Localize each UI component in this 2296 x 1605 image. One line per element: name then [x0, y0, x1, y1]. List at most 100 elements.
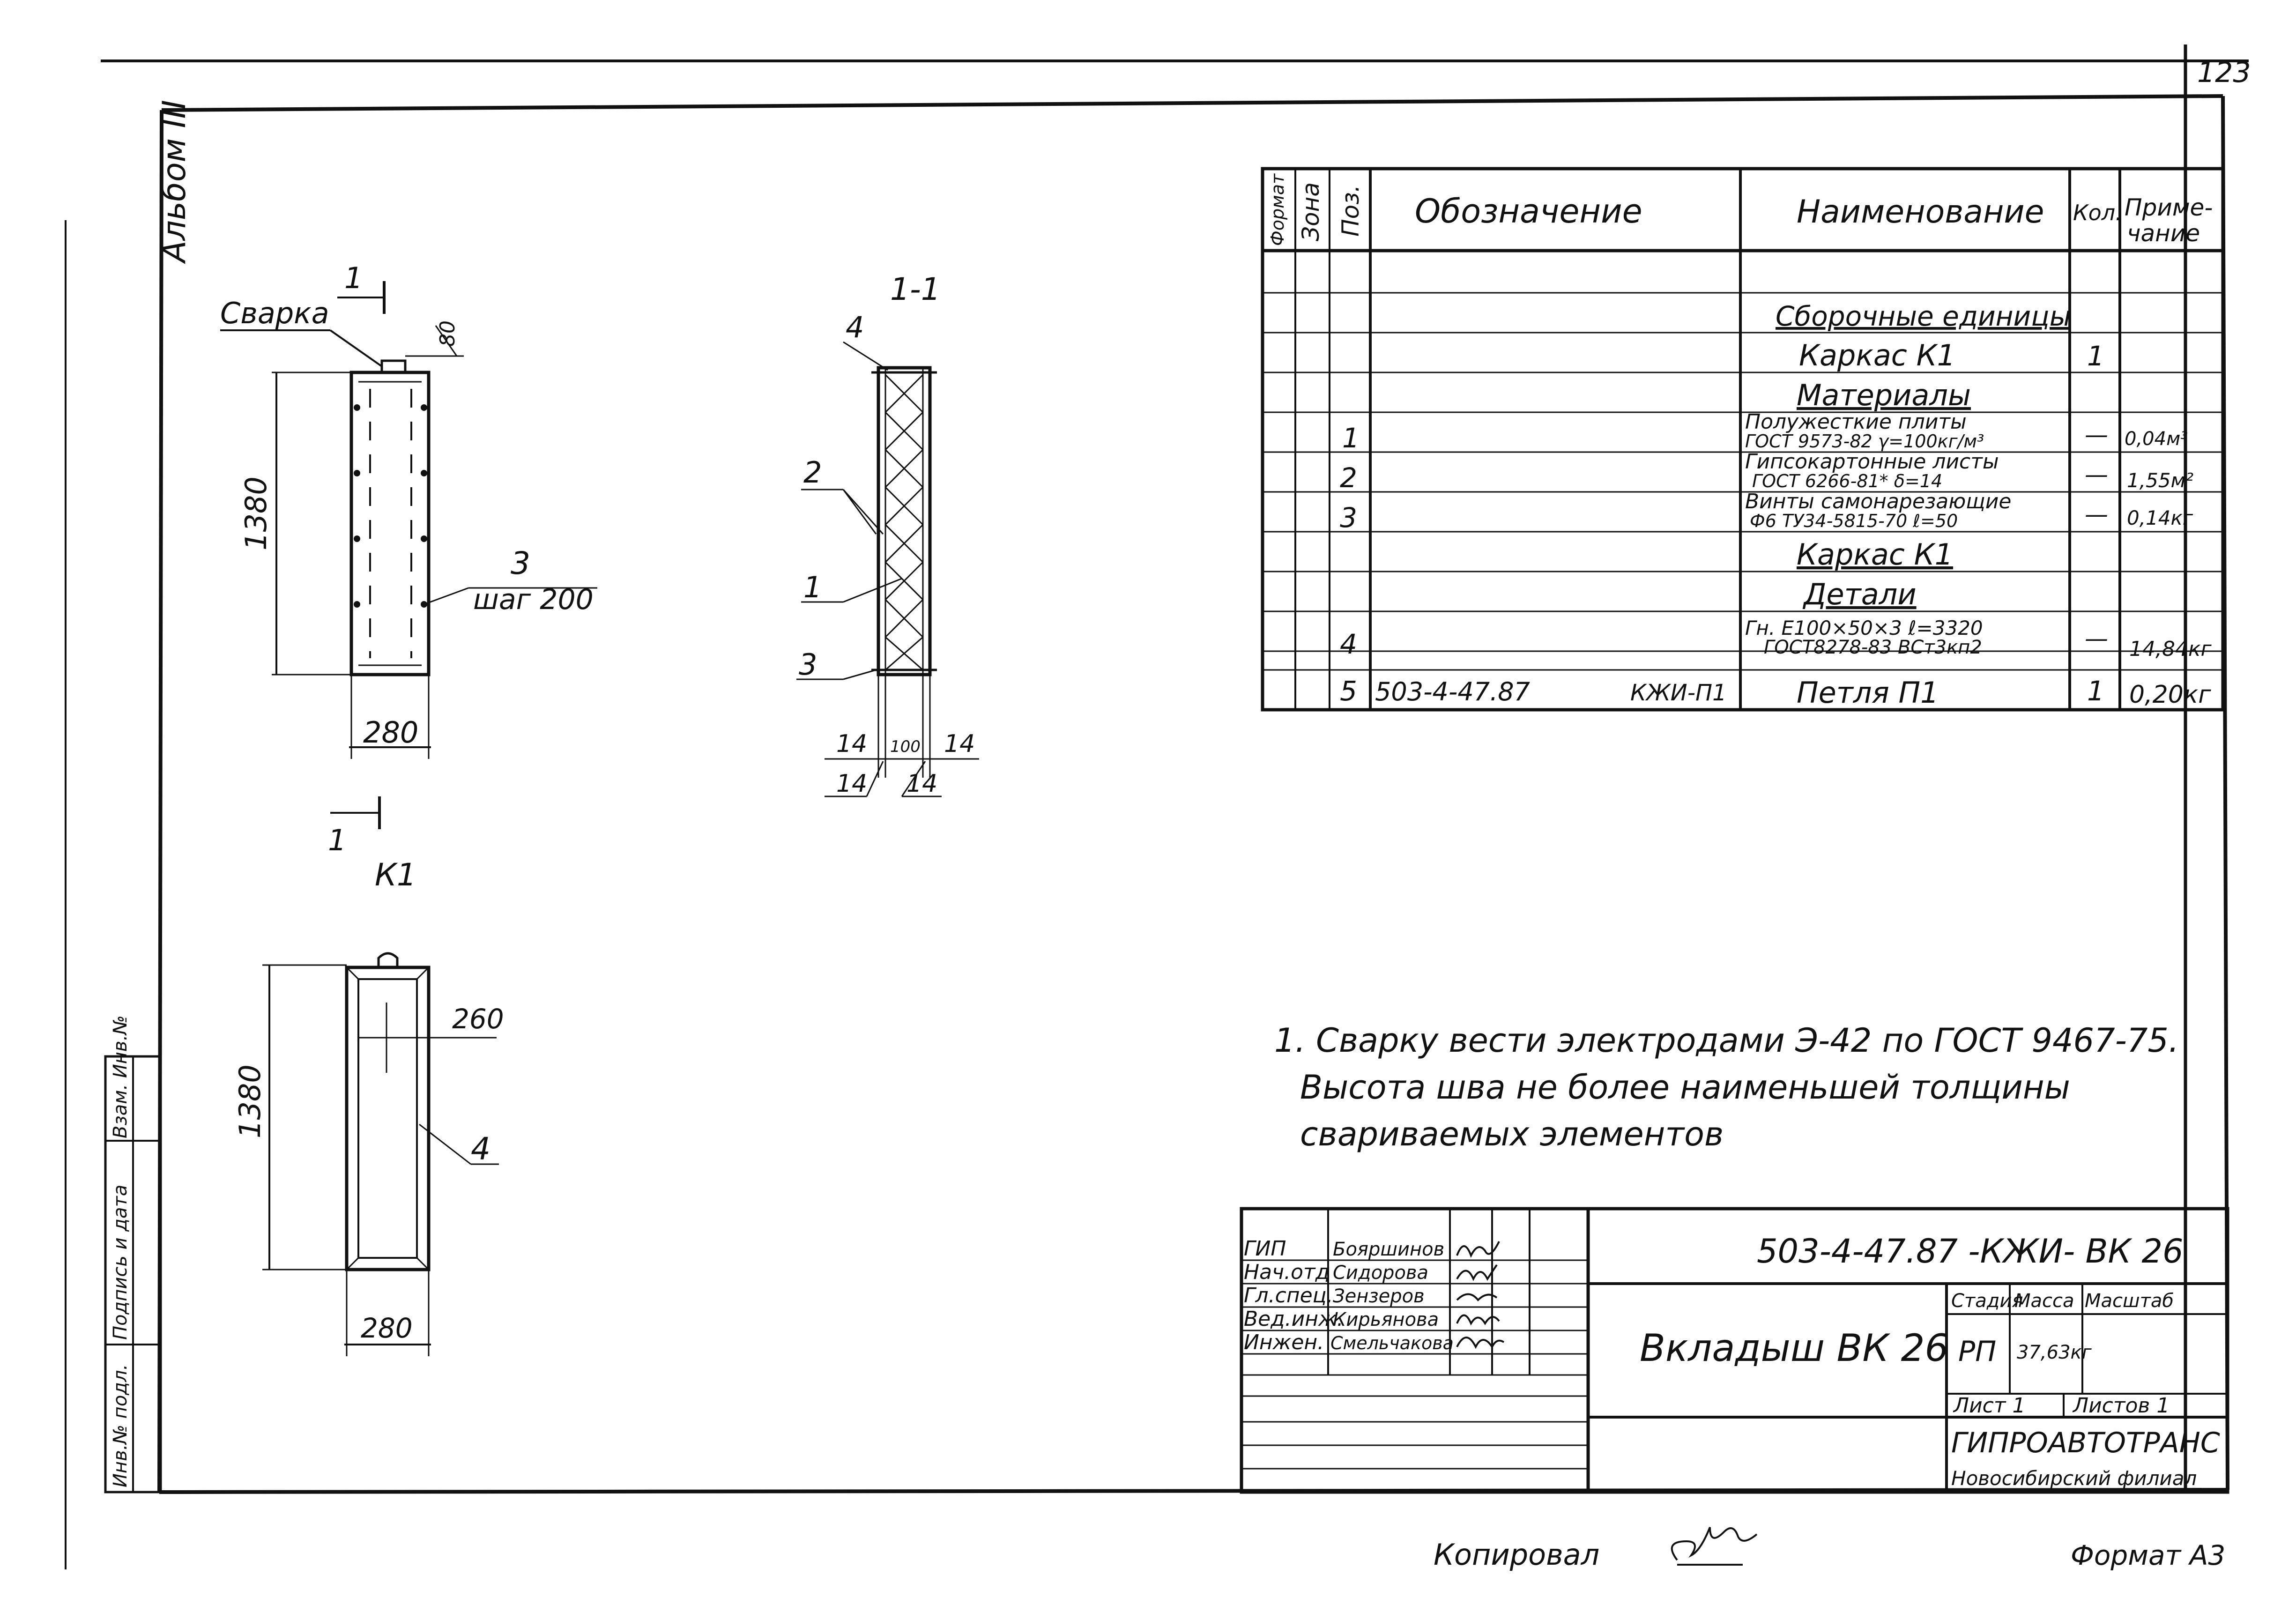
stage-label: Стадия — [1951, 1290, 2023, 1312]
title-block — [1240, 1207, 2229, 1494]
dim-280-label: 280 — [363, 715, 418, 750]
row-designation: 503-4-47.87 — [1375, 677, 1530, 706]
row-note: 0,20кг — [2129, 681, 2211, 709]
role-lead-eng: Вед.инж. — [1244, 1307, 1344, 1331]
doc-title: Вкладыш ВК 26 — [1640, 1326, 1948, 1370]
row-name: Сборочные единицы — [1776, 300, 2071, 332]
row-qty: — — [2085, 625, 2108, 652]
scale-label: Масштаб — [2085, 1290, 2174, 1312]
role-chief-spec: Гл.спец. — [1244, 1284, 1333, 1308]
header-format: Формат — [1267, 173, 1288, 246]
section-callout-1: 1 — [803, 570, 822, 604]
weld-label: Сварка — [220, 296, 329, 330]
detail-dim-280: 280 — [361, 1312, 413, 1344]
row-name-2: Ф6 ТУ34-5815-70 ℓ=50 — [1750, 511, 1958, 531]
header-pos: Поз. — [1337, 185, 1364, 237]
section-dim-14-a: 14 — [836, 730, 867, 758]
section-callout-3: 3 — [799, 647, 817, 682]
frame-k1-title: К1 — [375, 857, 416, 893]
row-name: Гипсокартонные листы — [1745, 450, 1999, 474]
section-dim-14-c: 14 — [836, 770, 867, 798]
row-name-2: ГОСТ 6266-81* δ=14 — [1752, 471, 1942, 491]
stage-value: РП — [1958, 1335, 1996, 1368]
row-pos: 4 — [1340, 628, 1357, 660]
row-note: 1,55м² — [2127, 469, 2193, 492]
copier-signature — [1671, 1527, 1758, 1561]
inv-orig-label: Инв.№ подл. — [110, 1364, 131, 1487]
spec-table — [1261, 167, 2225, 712]
header-qty: Кол. — [2073, 200, 2122, 225]
replace-inv-label: Взам. Инв.№ — [110, 1015, 131, 1138]
callout-3-label: 3 — [511, 545, 530, 581]
side-stamp: Взам. Инв.№ Подпись и дата Инв.№ подл. — [104, 1015, 162, 1494]
row-pos: 5 — [1340, 675, 1357, 707]
section-1-1-view — [796, 341, 979, 797]
frame-k1-view — [220, 281, 597, 829]
row-pos: 1 — [1342, 422, 1360, 454]
org-branch: Новосибирский филиал — [1951, 1467, 2197, 1490]
row-name: Каркас К1 — [1797, 537, 1953, 572]
row-qty: 1 — [2087, 340, 2104, 372]
detail-callout-4: 4 — [471, 1131, 490, 1167]
note-line-2: Высота шва не более наименьшей толщины — [1300, 1068, 2070, 1107]
role-engineer: Инжен. — [1244, 1330, 1324, 1354]
section-callout-2: 2 — [803, 455, 822, 490]
page-number: 123 — [2197, 56, 2251, 89]
name-engineer: Смельчакова — [1330, 1333, 1454, 1353]
section-mark-top: 1 — [344, 261, 363, 295]
section-dim-100: 100 — [890, 737, 921, 756]
role-head-dept: Нач.отд — [1244, 1260, 1330, 1284]
row-designation-2: КЖИ-П1 — [1630, 680, 1727, 706]
header-note-2: чание — [2127, 220, 2200, 247]
row-qty: — — [2085, 461, 2108, 488]
row-note: 14,84кг — [2129, 637, 2212, 661]
frame-k1-detail-view — [262, 952, 499, 1356]
row-name: Винты самонарезающие — [1745, 490, 2011, 513]
header-name: Наименование — [1797, 193, 2044, 230]
row-name-2: ГОСТ 9573-82 γ=100кг/м³ — [1745, 431, 1984, 452]
org-name: ГИПРОАВТОТРАНС — [1951, 1427, 2220, 1459]
row-name-2: ГОСТ8278-83 ВСт3кп2 — [1764, 637, 1982, 658]
row-qty: 1 — [2087, 675, 2104, 707]
row-name: Полужесткие плиты — [1745, 410, 1967, 434]
dim-1380-label: 1380 — [239, 476, 273, 550]
copied-label: Копировал — [1434, 1538, 1599, 1572]
name-gip: Бояршинов — [1333, 1239, 1444, 1260]
role-gip: ГИП — [1244, 1237, 1286, 1261]
sheets-value: Листов 1 — [2072, 1394, 2170, 1418]
sheet-value: Лист 1 — [1953, 1394, 2025, 1418]
section-mark-bottom: 1 — [328, 823, 346, 857]
row-name: Каркас К1 — [1799, 338, 1955, 372]
detail-dim-260: 260 — [452, 1003, 504, 1035]
format-label: Формат А3 — [2071, 1539, 2225, 1571]
row-name: Материалы — [1797, 378, 1971, 412]
name-lead-eng: Кирьянова — [1333, 1309, 1439, 1330]
signatures — [1456, 1241, 1505, 1349]
header-note-1: Приме- — [2125, 194, 2213, 221]
sign-date-label: Подпись и дата — [110, 1185, 131, 1340]
row-note: 0,04м³ — [2125, 428, 2188, 450]
row-pos: 2 — [1340, 462, 1357, 494]
header-zone: Зона — [1297, 182, 1324, 241]
row-qty: — — [2085, 501, 2108, 528]
mass-label: Масса — [2014, 1290, 2074, 1312]
name-chief-spec: Зензеров — [1333, 1285, 1425, 1307]
detail-dim-1380: 1380 — [233, 1064, 267, 1138]
mass-value: 37,63кг — [2017, 1342, 2092, 1363]
row-name: Гн. Е100×50×3 ℓ=3320 — [1745, 617, 1983, 639]
dim-80-label: 80 — [436, 320, 460, 347]
header-designation: Обозначение — [1415, 192, 1642, 230]
section-title: 1-1 — [890, 271, 941, 307]
row-qty: — — [2085, 421, 2108, 448]
section-dim-14-b: 14 — [944, 730, 975, 758]
row-name: Петля П1 — [1797, 676, 1939, 710]
album-label: Альбом III — [156, 100, 193, 264]
doc-code: 503-4-47.87 -КЖИ- ВК 26 — [1757, 1232, 2184, 1271]
note-line-3: свариваемых элементов — [1300, 1115, 1724, 1153]
note-line-1: 1. Сварку вести электродами Э-42 по ГОСТ… — [1274, 1021, 2179, 1060]
row-name: Детали — [1802, 577, 1917, 611]
row-pos: 3 — [1340, 502, 1357, 534]
section-dim-14-d: 14 — [907, 770, 937, 798]
name-head-dept: Сидорова — [1333, 1262, 1428, 1284]
